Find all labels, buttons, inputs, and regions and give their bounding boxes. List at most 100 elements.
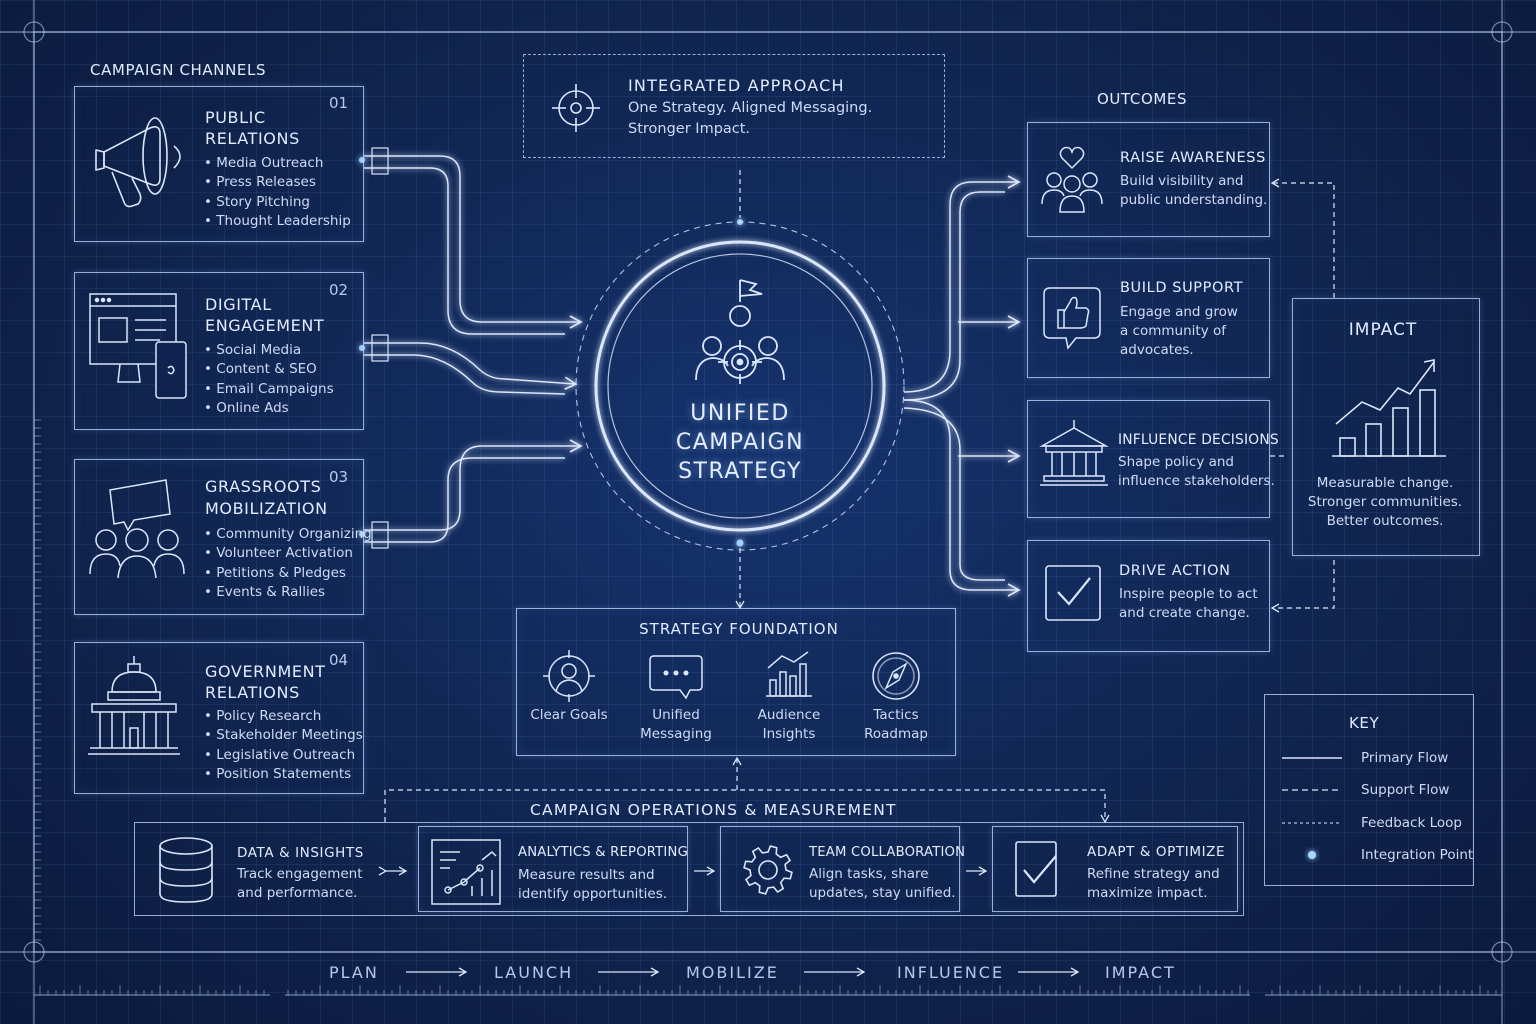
operations-panel bbox=[134, 822, 1244, 916]
integrated-approach-panel bbox=[523, 54, 945, 158]
channel-title-line: ENGAGEMENT bbox=[205, 316, 325, 335]
community-icon bbox=[89, 479, 185, 579]
impact-desc: Measurable change. Stronger communities.… bbox=[1292, 474, 1478, 531]
ops-desc-line: maximize impact. bbox=[1087, 885, 1208, 901]
megaphone-icon bbox=[95, 117, 181, 208]
foundation-label: Clear Goals bbox=[519, 706, 619, 725]
timeline-step: INFLUENCE bbox=[897, 963, 1005, 982]
gear-icon bbox=[743, 845, 793, 895]
channel-title-line: RELATIONS bbox=[205, 683, 300, 702]
integrated-title: INTEGRATED APPROACH bbox=[628, 76, 845, 95]
outcome-card-support[interactable] bbox=[1027, 258, 1270, 378]
ops-desc-line: identify opportunities. bbox=[518, 886, 668, 902]
ops-title: TEAM COLLABORATION bbox=[809, 845, 966, 860]
central-title-line: UNIFIED bbox=[690, 401, 790, 426]
key-item-support-flow: Support Flow bbox=[1361, 782, 1450, 798]
foundation-label: Tactics Roadmap bbox=[846, 706, 946, 744]
ops-desc-line: Align tasks, share bbox=[809, 866, 929, 882]
ops-desc-line: Refine strategy and bbox=[1087, 866, 1220, 882]
channel-card-government[interactable] bbox=[74, 642, 364, 794]
outcome-card-influence[interactable] bbox=[1027, 400, 1270, 518]
bullet-item: Media Outreach bbox=[204, 154, 351, 173]
bullet-item: Social Media bbox=[204, 341, 334, 360]
foundation-label: Unified Messaging bbox=[626, 706, 726, 744]
database-icon bbox=[159, 837, 213, 903]
ops-card-collaboration[interactable] bbox=[720, 826, 960, 912]
channel-card-public-relations[interactable] bbox=[74, 86, 364, 242]
outcome-card-action[interactable] bbox=[1027, 540, 1270, 652]
capitol-icon bbox=[88, 656, 180, 755]
channel-title-line: GRASSROOTS bbox=[205, 477, 322, 496]
ruler-ticks bbox=[34, 419, 1497, 995]
outcome-desc-line: public understanding. bbox=[1120, 192, 1268, 208]
bar-chart-icon bbox=[766, 651, 812, 697]
timeline-step: PLAN bbox=[329, 963, 379, 982]
channel-bullets: Policy Research Stakeholder Meetings Leg… bbox=[204, 707, 363, 784]
impact-panel bbox=[1292, 298, 1480, 556]
integrated-line: Stronger Impact. bbox=[628, 121, 751, 137]
outcome-card-awareness[interactable] bbox=[1027, 122, 1270, 237]
ops-desc: Refine strategy and maximize impact. bbox=[1087, 865, 1220, 903]
analytics-icon bbox=[431, 839, 501, 905]
key-item-primary-flow: Primary Flow bbox=[1361, 750, 1449, 766]
integration-points bbox=[359, 157, 744, 547]
foundation-label-line: Messaging bbox=[640, 726, 712, 742]
ops-desc-line: and performance. bbox=[237, 885, 358, 901]
primary-flow-connectors bbox=[364, 155, 583, 543]
timeline-step: LAUNCH bbox=[494, 963, 574, 982]
channel-number: 04 bbox=[329, 651, 349, 669]
outcome-desc-line: Build visibility and bbox=[1120, 173, 1244, 189]
channel-title-line: RELATIONS bbox=[205, 129, 300, 148]
key-item-feedback-loop: Feedback Loop bbox=[1361, 815, 1462, 831]
key-symbols bbox=[1282, 757, 1342, 859]
channel-number: 02 bbox=[329, 281, 349, 299]
key-item-integration-point: Integration Point bbox=[1361, 847, 1474, 863]
outcome-desc-line: Inspire people to act bbox=[1119, 586, 1258, 602]
growth-chart-icon bbox=[1332, 359, 1446, 457]
outcome-desc-line: advocates. bbox=[1120, 342, 1194, 358]
operations-title: CAMPAIGN OPERATIONS & MEASUREMENT bbox=[530, 801, 897, 819]
ops-title: ADAPT & OPTIMIZE bbox=[1087, 844, 1226, 860]
bullet-item: Story Pitching bbox=[204, 193, 351, 212]
ops-desc: Track engagement and performance. bbox=[237, 865, 363, 903]
impact-desc-line: Stronger communities. bbox=[1307, 494, 1463, 510]
outcome-desc: Engage and grow a community of advocates… bbox=[1120, 303, 1238, 360]
outcome-connectors bbox=[903, 175, 1021, 597]
channel-number: 03 bbox=[329, 468, 349, 486]
ops-desc-line: updates, stay unified. bbox=[809, 885, 956, 901]
chat-bubble-icon bbox=[649, 655, 703, 700]
team-target-icon bbox=[695, 279, 785, 384]
bullet-item: Community Organizing bbox=[204, 525, 371, 544]
connector-caps bbox=[371, 147, 389, 549]
bullet-item: Email Campaigns bbox=[204, 380, 333, 399]
ops-desc-line: Measure results and bbox=[518, 867, 655, 883]
channel-bullets: Community Organizing Volunteer Activatio… bbox=[204, 525, 371, 602]
bullet-item: Online Ads bbox=[204, 399, 334, 418]
channel-card-digital-engagement[interactable] bbox=[74, 272, 364, 430]
foundation-label: Audience Insights bbox=[739, 706, 839, 744]
channel-bullets: Media Outreach Press Releases Story Pitc… bbox=[204, 154, 351, 231]
outcome-title: INFLUENCE DECISIONS bbox=[1118, 432, 1279, 448]
ops-card-analytics[interactable] bbox=[418, 826, 688, 912]
outcome-desc: Inspire people to act and create change. bbox=[1119, 585, 1258, 623]
channel-title-line: GOVERNMENT bbox=[205, 662, 326, 681]
bullet-item: Policy Research bbox=[204, 707, 363, 726]
bullet-item: Position Statements bbox=[204, 765, 363, 784]
outcomes-title: OUTCOMES bbox=[1097, 90, 1188, 108]
checkbox-icon bbox=[1045, 565, 1101, 621]
outcome-desc-line: a community of bbox=[1120, 323, 1226, 339]
central-title-line: CAMPAIGN bbox=[675, 430, 805, 455]
foundation-label-line: Audience bbox=[757, 707, 821, 723]
outcome-title: RAISE AWARENESS bbox=[1120, 150, 1266, 166]
outcome-title: BUILD SUPPORT bbox=[1120, 280, 1244, 296]
ops-title: DATA & INSIGHTS bbox=[237, 845, 364, 861]
checkbox-icon-ops bbox=[1015, 841, 1057, 897]
channel-title-line: DIGITAL bbox=[205, 295, 272, 314]
target-person-icon bbox=[543, 650, 595, 702]
foundation-label-line: Roadmap bbox=[864, 726, 928, 742]
foundation-label-line: Insights bbox=[762, 726, 816, 742]
central-title-line: STRATEGY bbox=[678, 459, 802, 484]
ops-card-adapt[interactable] bbox=[992, 826, 1238, 912]
outcome-desc-line: Shape policy and bbox=[1118, 454, 1234, 470]
